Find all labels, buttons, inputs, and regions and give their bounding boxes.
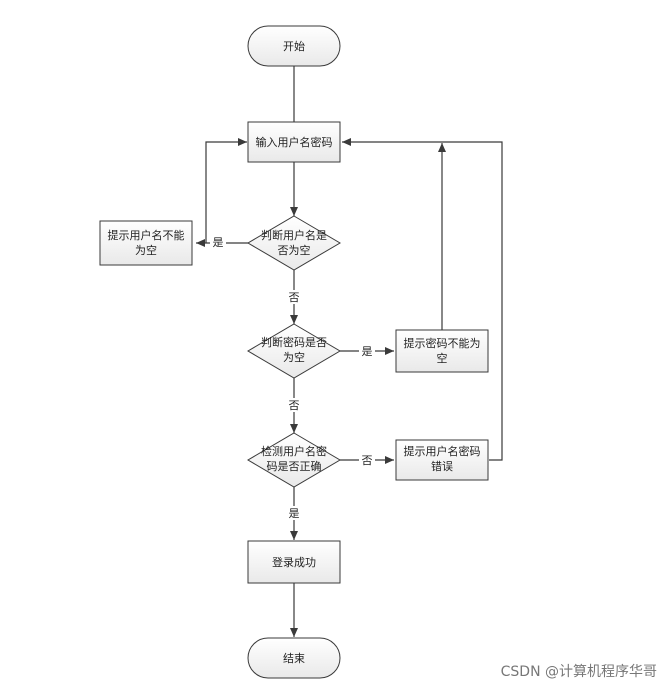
- label-correct-no: 否: [362, 454, 373, 467]
- label-user-empty-no: 否: [289, 291, 300, 304]
- tip-user-empty-node: 提示用户名不能 为空: [99, 220, 193, 266]
- edge-labels: 是 否 是 否 否 是: [210, 235, 375, 520]
- watermark: CSDN @计算机程序华哥: [500, 664, 657, 680]
- end-node: 结束: [247, 637, 341, 679]
- check-user-empty-line2: 否为空: [278, 243, 311, 257]
- input-label: 输入用户名密码: [256, 135, 333, 149]
- tip-pwd-empty-node: 提示密码不能为 空: [395, 329, 489, 373]
- tip-wrong-node: 提示用户名密码 错误: [395, 439, 489, 481]
- check-pwd-empty-node: 判断密码是否 为空: [247, 323, 341, 379]
- check-correct-node: 检测用户名密 码是否正确: [247, 432, 341, 488]
- start-label: 开始: [283, 39, 305, 53]
- check-user-empty-line1: 判断用户名是: [261, 228, 327, 242]
- check-correct-line2: 码是否正确: [267, 460, 322, 473]
- input-node: 输入用户名密码: [247, 121, 341, 163]
- check-user-empty-node: 判断用户名是 否为空: [247, 215, 341, 271]
- tip-user-empty-line1: 提示用户名不能: [108, 228, 185, 242]
- success-node: 登录成功: [247, 540, 341, 584]
- start-node: 开始: [247, 25, 341, 67]
- label-pwd-empty-yes: 是: [362, 345, 373, 358]
- tip-pwd-empty-line1: 提示密码不能为: [404, 336, 481, 350]
- check-pwd-empty-line1: 判断密码是否: [261, 335, 327, 349]
- label-pwd-empty-no: 否: [289, 399, 300, 412]
- tip-wrong-line1: 提示用户名密码: [404, 444, 481, 458]
- tip-pwd-empty-line2: 空: [437, 351, 448, 365]
- end-label: 结束: [283, 652, 305, 665]
- success-label: 登录成功: [272, 555, 316, 569]
- label-correct-yes: 是: [289, 507, 300, 520]
- check-pwd-empty-line2: 为空: [283, 350, 305, 364]
- edge-tip-user-back: [205, 138, 247, 243]
- tip-wrong-line2: 错误: [431, 459, 453, 473]
- tip-user-empty-line2: 为空: [135, 243, 157, 257]
- check-correct-line1: 检测用户名密: [261, 444, 327, 458]
- label-user-empty-yes: 是: [213, 236, 224, 249]
- edge-tip-wrong-back: [342, 138, 503, 461]
